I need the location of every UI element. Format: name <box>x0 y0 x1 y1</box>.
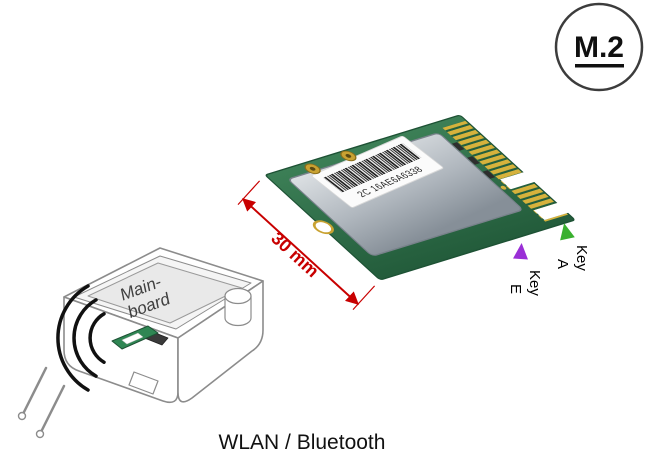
mainboard-case-drawing: Main- board <box>17 247 264 439</box>
key-a-notch <box>533 202 570 221</box>
m2-badge-label: M.2 <box>574 31 624 64</box>
key-e-label: Key E <box>507 270 543 296</box>
barcode <box>323 143 422 193</box>
standoff-cylinder <box>224 287 252 327</box>
mainboard-surface <box>87 262 243 324</box>
dimension-extension-line-1 <box>237 180 261 206</box>
antenna-rods <box>17 366 66 439</box>
dimension-label: 30 mm <box>267 228 323 281</box>
antenna-rod-1 <box>20 366 48 418</box>
wifi-waves-icon <box>56 284 106 392</box>
installed-module-sticker <box>121 332 144 345</box>
key-e-label-letter: E <box>507 284 524 294</box>
product-caption: WLAN / Bluetooth <box>219 431 386 454</box>
key-a-triangle-icon <box>560 223 575 241</box>
smd-component-3 <box>482 170 496 179</box>
antenna-rod-2 <box>38 384 66 436</box>
edge-connector-fingers <box>442 120 569 222</box>
m2-module-photo: 2C 16AE6A6338 <box>265 115 575 280</box>
wifi-wave-1 <box>88 312 106 364</box>
key-a-label-word: Key <box>573 245 590 271</box>
key-a-marker <box>560 223 575 241</box>
antenna-connector-1 <box>304 163 321 175</box>
antenna-rod-1-tip <box>17 411 27 421</box>
key-e-notch <box>500 171 536 190</box>
key-e-marker <box>513 243 528 260</box>
m2-badge-circle <box>554 2 644 92</box>
antenna-rod-2-tip <box>35 429 45 439</box>
antenna-connector-2 <box>340 150 357 162</box>
key-e-label-word: Key <box>526 270 543 296</box>
smd-pad <box>500 185 507 190</box>
key-a-label: Key A <box>554 245 590 271</box>
dimension-line <box>242 198 359 305</box>
wifi-wave-2 <box>72 298 98 378</box>
key-e-triangle-icon <box>513 243 528 260</box>
wifi-wave-3 <box>56 284 90 392</box>
m2-badge-underline <box>575 64 624 68</box>
key-a-label-letter: A <box>554 259 571 269</box>
smd-component-1 <box>451 142 465 151</box>
m2-badge: M.2 <box>554 2 644 92</box>
front-panel-detail <box>128 371 159 395</box>
dimension-extension-line-2 <box>352 285 376 311</box>
smd-component-2 <box>467 156 480 165</box>
